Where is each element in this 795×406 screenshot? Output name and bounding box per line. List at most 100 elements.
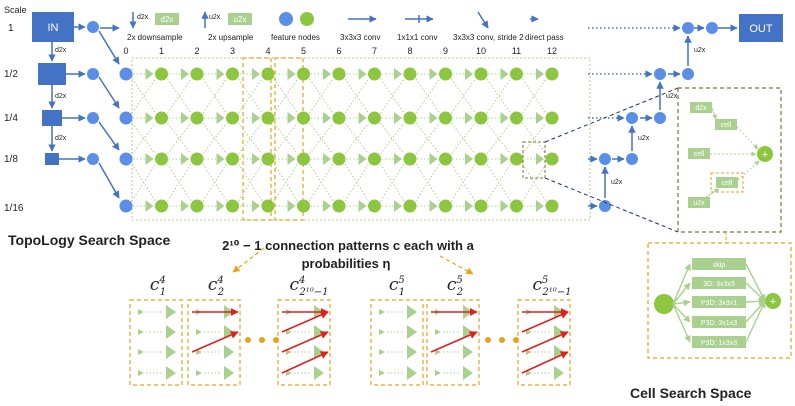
op-in-arrow	[672, 299, 691, 307]
feature-node	[545, 152, 559, 166]
pattern-small-arrow	[526, 370, 532, 376]
pattern-label-sup: 4	[216, 275, 223, 286]
feature-node	[226, 111, 239, 125]
pattern-label-base: c	[208, 275, 218, 295]
decoder-node	[626, 112, 638, 124]
feature-node	[297, 111, 310, 125]
grid-arrowhead	[216, 200, 225, 212]
feature-node	[439, 67, 452, 81]
zoom-d2x-label: d2x	[695, 105, 707, 112]
pattern-label-sup: 4	[298, 275, 305, 286]
scale-label-1: 1	[8, 23, 14, 34]
grid-connector	[415, 122, 440, 155]
pattern-small-arrow	[196, 349, 202, 355]
grid-connector	[380, 122, 405, 155]
feature-node	[403, 111, 417, 125]
op-label: 3D: 3x3x3	[703, 281, 735, 288]
legend-conv3s2-label: 3x3x3 conv, stride 2	[453, 33, 524, 42]
stem-d2x-3: d2x	[55, 135, 67, 142]
pattern-small-arrow	[435, 349, 441, 355]
pattern-big-arrow	[166, 345, 176, 359]
feature-node	[368, 111, 381, 125]
grid-connector	[486, 122, 511, 155]
pattern-small-arrow	[138, 309, 144, 315]
column-number: 0	[123, 46, 128, 56]
zoom-arrow	[711, 107, 717, 120]
feature-node	[332, 67, 346, 81]
grid-arrowhead	[500, 68, 509, 80]
column-number: 10	[476, 46, 486, 56]
grid-arrowhead	[252, 200, 260, 212]
legend-d2x-text: d2x	[137, 14, 149, 21]
feature-node	[226, 67, 239, 81]
scale-label-1-16: 1/16	[4, 203, 24, 214]
column-number: 8	[407, 46, 412, 56]
decoder-node	[654, 68, 666, 80]
input-feature-node	[119, 152, 133, 166]
feature-node	[474, 67, 488, 81]
pattern-label-sub: 2¹⁰−1	[298, 287, 328, 298]
stem-d2x-2: d2x	[55, 93, 67, 100]
feature-node	[297, 199, 310, 213]
pattern-label-sup: 5	[398, 275, 404, 286]
ellipsis-dot	[259, 337, 265, 343]
feature-node	[510, 111, 523, 125]
feature-node	[368, 199, 381, 213]
stem-arrow	[98, 76, 120, 109]
zoom-sum-label: +	[762, 149, 768, 161]
grid-connectors	[131, 68, 547, 212]
grid-connector	[167, 122, 192, 155]
ellipsis-dot	[245, 337, 251, 343]
grid-connector	[380, 163, 405, 202]
grid-connector	[131, 163, 156, 202]
ellipsis-dot	[485, 337, 491, 343]
grid-arrowhead	[145, 68, 154, 80]
grid-connector	[344, 163, 369, 202]
selected-connection	[521, 331, 569, 353]
scale-header: Scale	[4, 5, 27, 15]
decoder-u2x: u2x	[694, 47, 706, 54]
grid-connector	[309, 122, 334, 155]
grid-connector	[380, 122, 405, 155]
pattern-small-arrow	[526, 349, 532, 355]
pattern-small-arrow	[286, 370, 292, 376]
scale-label-1-2: 1/2	[4, 69, 18, 80]
grid-connector	[522, 122, 547, 155]
grid-connector	[344, 122, 369, 155]
feature-node	[261, 111, 275, 125]
zoom-cell-label: cell	[721, 122, 732, 129]
zoom-cell-box-2	[688, 148, 710, 159]
grid-arrowhead	[429, 112, 438, 124]
column-number: 7	[372, 46, 377, 56]
pattern-small-arrow	[379, 349, 385, 355]
decoder-node	[706, 22, 718, 34]
grid-arrowhead	[500, 153, 509, 165]
decoder-node	[626, 153, 638, 165]
pattern-small-arrow	[435, 370, 441, 376]
pattern-big-arrow	[224, 325, 234, 339]
selected-connection	[281, 351, 329, 374]
grid-connector	[202, 122, 227, 155]
selected-connection	[281, 331, 329, 353]
pattern-big-arrow	[166, 325, 176, 339]
pattern-big-arrow	[166, 305, 176, 319]
grid-connector	[238, 122, 263, 155]
feature-node	[190, 152, 204, 166]
legend-d2x-box-label: d2x	[161, 15, 174, 24]
grid-arrowhead	[287, 112, 296, 124]
op-box	[692, 258, 746, 270]
pattern-label-sub: 2	[456, 287, 463, 298]
in-box	[32, 12, 74, 42]
feature-node	[332, 152, 346, 166]
grid-arrowhead	[323, 112, 331, 124]
selected-connection	[191, 331, 239, 353]
stem-node	[87, 153, 99, 165]
feature-node	[155, 199, 168, 213]
op-box	[692, 296, 746, 308]
cell-sum-node	[765, 293, 781, 309]
